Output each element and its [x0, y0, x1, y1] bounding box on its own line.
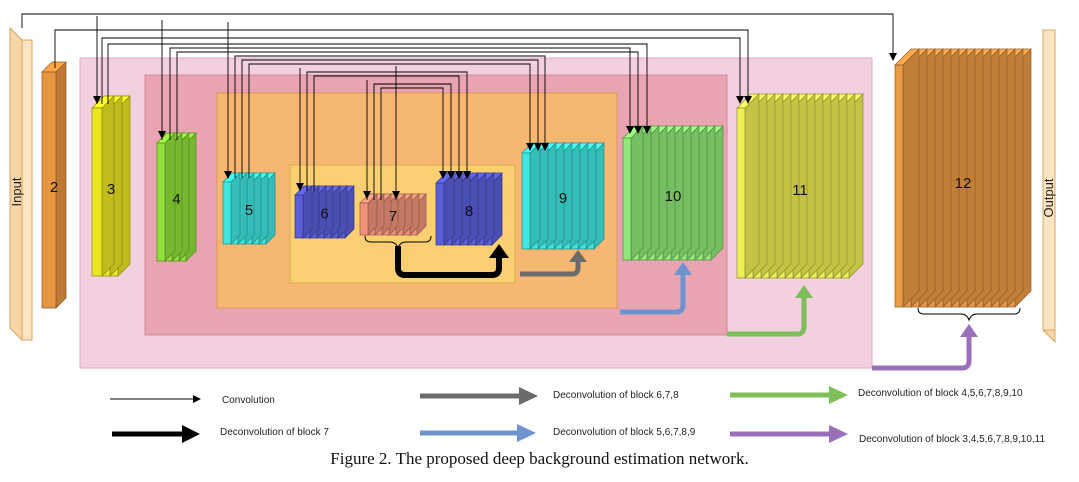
deconv-arrow-head-block-5to9: [674, 262, 692, 275]
deconv-arrow-block-7: [395, 246, 502, 278]
deconv-arrow-block-3to11: [872, 336, 972, 371]
legend-deconv-7-label: Deconvolution of block 7: [220, 427, 329, 438]
legend-deconv-3to11-label: Deconvolution of block 3,4,5,6,7,8,9,10,…: [859, 434, 1045, 445]
legend-deconv-4to10-head: [829, 386, 848, 404]
block-label-7: 7: [389, 208, 397, 225]
block-2-slab: [41, 61, 67, 309]
block-12-slab: [894, 48, 920, 308]
deconv-arrow-block-678: [520, 262, 581, 277]
brace-block-12: [917, 307, 1021, 322]
skip-connection: [234, 55, 549, 178]
block-11: 11: [736, 93, 864, 279]
block-10: 10: [622, 125, 724, 261]
deconv-arrow-head-block-4to10: [795, 285, 813, 298]
block-5-slab: [222, 172, 241, 245]
skip-connection: [101, 37, 744, 104]
skip-connection: [248, 63, 534, 178]
block-7-slab: [359, 193, 378, 236]
block-label-3: 3: [107, 181, 115, 198]
block-6: 6: [294, 185, 355, 239]
legend-deconv-5to9-label: Deconvolution of block 5,6,7,8,9: [553, 427, 696, 438]
deconv-arrow-head-block-3to11: [960, 324, 978, 337]
block-label-6: 6: [320, 206, 328, 223]
block-label-12: 12: [955, 175, 972, 192]
block-3: 3: [91, 95, 131, 277]
legend-deconv-7-head: [182, 425, 200, 443]
block-8: 8: [435, 172, 503, 246]
blocks-layer: 2 3 4 5 6 7 8 9 10 11 12: [41, 48, 1032, 309]
legend-convolution-label: Convolution: [222, 395, 275, 406]
block-9: 9: [521, 142, 605, 250]
input-label: Input: [9, 177, 24, 206]
output-label: Output: [1041, 178, 1056, 217]
block-9-slab: [521, 142, 541, 250]
block-label-8: 8: [465, 203, 473, 220]
deconv-arrow-head-block-7: [489, 244, 509, 258]
legend-deconv-3to11-head: [829, 425, 848, 443]
block-8-slab: [435, 172, 455, 246]
skip-connection: [241, 59, 542, 178]
skip-connection: [169, 47, 634, 140]
block-10-slab: [622, 125, 644, 261]
skip-connection: [313, 75, 463, 191]
block-label-10: 10: [665, 188, 682, 205]
block-label-11: 11: [792, 182, 808, 199]
block-label-9: 9: [559, 190, 567, 207]
skip-connection: [373, 83, 455, 200]
block-4-slab: [156, 132, 176, 262]
block-2: 2: [41, 61, 67, 309]
block-4: 4: [156, 132, 197, 262]
figure-caption: Figure 2. The proposed deep background e…: [330, 449, 749, 468]
block-3-slab: [91, 95, 115, 277]
legend-deconv-678-head: [519, 387, 538, 405]
input-bar: Input: [9, 26, 33, 342]
block-11-slab: [736, 93, 760, 279]
deconv-arrow-block-5to9: [620, 274, 686, 315]
block-5: 5: [222, 172, 276, 245]
skip-connection: [176, 51, 642, 140]
skip-connections: [21, 13, 897, 200]
legend-deconv-678-label: Deconvolution of block 6,7,8: [553, 390, 679, 401]
skip-connection: [306, 71, 471, 191]
deconv-arrow-block-4to10: [727, 297, 807, 337]
block-12: 12: [894, 48, 1032, 308]
block-label-2: 2: [50, 179, 58, 196]
skip-connection: [380, 87, 447, 200]
legend-deconv-5to9-head: [517, 424, 536, 442]
deconv-arrow-head-block-678: [569, 250, 587, 262]
skip-connection: [21, 13, 897, 61]
block-label-4: 4: [172, 191, 180, 208]
output-bar: Output: [1041, 28, 1056, 344]
block-7: 7: [359, 193, 427, 236]
legend: Convolution Deconvolution of block 7 Dec…: [110, 386, 1045, 445]
block-6-slab: [294, 185, 313, 239]
skip-connection: [107, 43, 651, 134]
legend-deconv-4to10-label: Deconvolution of block 4,5,6,7,8,9,10: [858, 388, 1023, 399]
skip-connection: [54, 29, 752, 104]
block-label-5: 5: [245, 202, 253, 219]
